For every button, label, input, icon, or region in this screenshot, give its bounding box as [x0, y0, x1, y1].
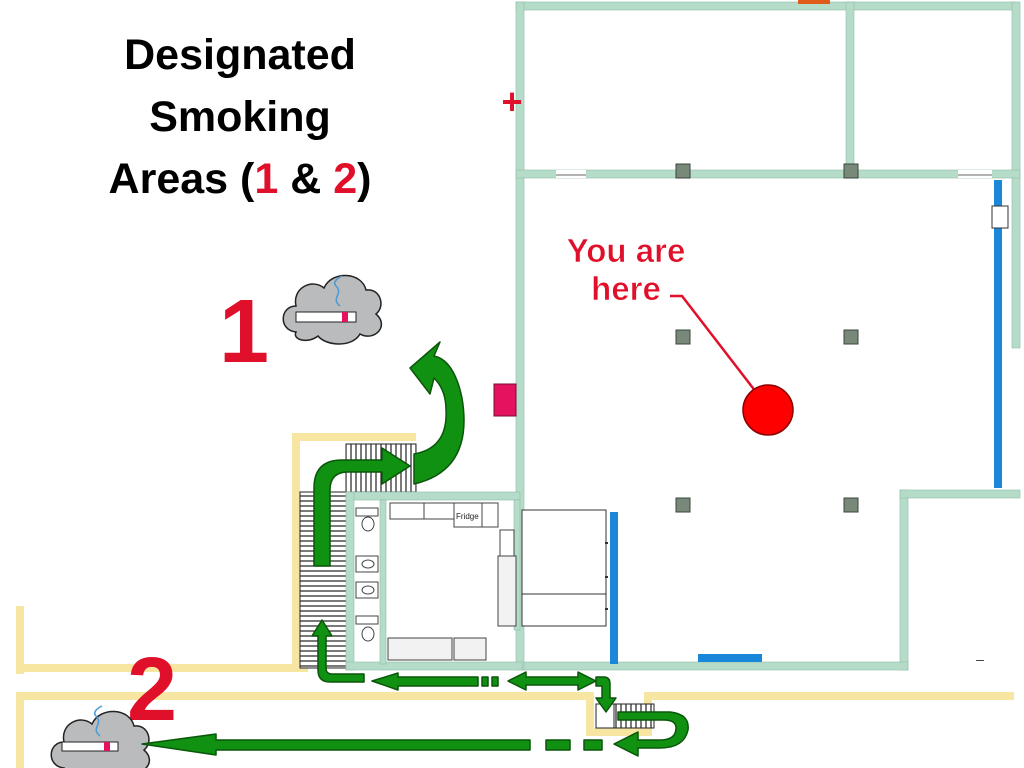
title-line-3: Areas (1 & 2): [109, 155, 372, 203]
title-line-2: Smoking: [149, 93, 331, 141]
smoking-cloud-icon: [50, 705, 151, 768]
area-1-label: 1: [219, 282, 269, 382]
wall-box: [991, 205, 1009, 229]
restroom-fixtures: [355, 507, 379, 642]
arrow-icon: [595, 676, 617, 713]
arrow-icon: [313, 447, 411, 567]
cigarette-icon: [61, 741, 119, 752]
cigarette-icon: [295, 311, 357, 323]
exit-mark: [798, 0, 830, 4]
you-are-here-pointer: [670, 294, 757, 393]
door-gaps: [556, 170, 992, 178]
kitchen-fixtures: [387, 502, 517, 661]
title-areas-prefix: Areas (: [108, 155, 255, 203]
arrow-dash: [491, 676, 499, 687]
arrow-icon: [507, 671, 597, 691]
fridge-label: Fridge: [456, 512, 479, 521]
arrow-icon: [613, 711, 689, 757]
plus-marker: +: [501, 81, 522, 122]
building-walls: [345, 1, 1021, 671]
you-are-here-line-1: You are: [567, 232, 686, 269]
arrow-icon: [409, 341, 465, 485]
dash-mark: –: [976, 651, 984, 667]
you-are-here-line-2: here: [591, 270, 661, 307]
side-room-ticks: [605, 542, 608, 610]
page-title: Designated Smoking Areas (1 & 2): [60, 24, 420, 210]
pillars: [675, 163, 859, 513]
location-dot-icon: [742, 384, 794, 436]
side-room: [521, 509, 607, 627]
window-bars: [610, 180, 1002, 664]
area-2-label: 2: [127, 640, 177, 740]
arrow-dash: [545, 739, 571, 751]
smoking-cloud-icon: [282, 274, 383, 345]
title-line-1: Designated: [124, 31, 356, 79]
title-areas-suffix: ): [357, 155, 372, 203]
door-marker: [493, 383, 517, 417]
title-area-number-2: 2: [333, 155, 358, 203]
title-area-number-1: 1: [254, 155, 279, 203]
arrow-icon: [371, 672, 479, 691]
arrow-icon: [141, 733, 531, 756]
arrow-dash: [481, 676, 489, 687]
title-ampersand: &: [278, 155, 334, 203]
arrow-dash: [583, 739, 603, 751]
arrow-icon: [311, 619, 365, 683]
